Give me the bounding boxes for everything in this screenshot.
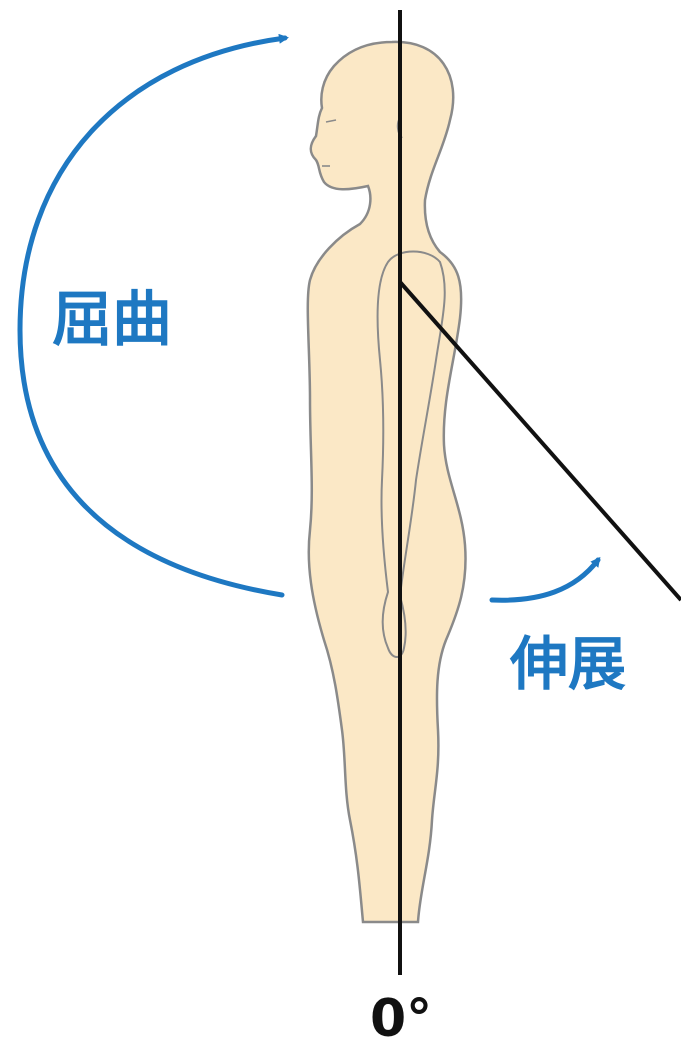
- human-figure-side-view: [308, 42, 466, 922]
- extension-arrow: [492, 560, 598, 600]
- extension-label: 伸展: [509, 630, 626, 698]
- zero-degree-label: 0°: [370, 989, 432, 1045]
- flexion-label: 屈曲: [52, 285, 172, 355]
